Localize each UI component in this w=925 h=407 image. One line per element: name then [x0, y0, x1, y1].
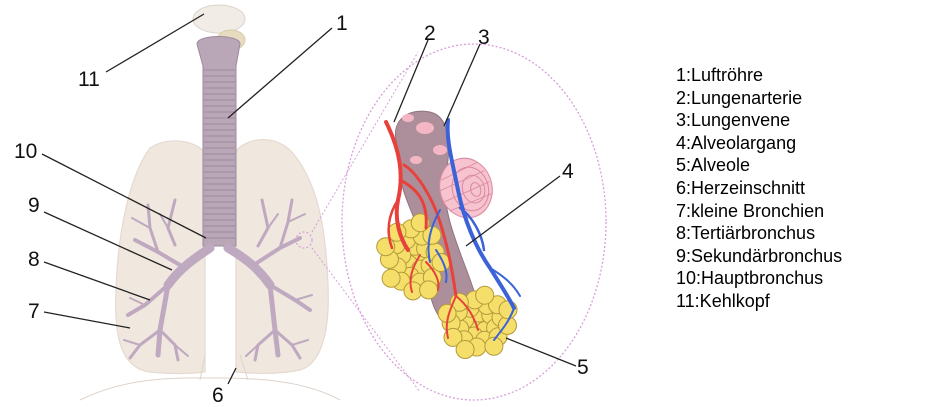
label-5: 5 [577, 356, 589, 379]
legend-item: 5:Alveole [676, 154, 842, 177]
legend-item: 1:Luftröhre [676, 64, 842, 87]
legend-item: 7:kleine Bronchien [676, 200, 842, 223]
legend-item: 10:Hauptbronchus [676, 267, 842, 290]
legend: 1:Luftröhre 2:Lungenarterie 3:Lungenvene… [676, 64, 842, 313]
label-10: 10 [14, 140, 37, 163]
label-1: 1 [336, 12, 348, 35]
legend-item: 8:Tertiärbronchus [676, 222, 842, 245]
label-9: 9 [28, 194, 40, 217]
alveolar-detail [377, 111, 520, 358]
legend-item: 11:Kehlkopf [676, 290, 842, 313]
legend-item: 4:Alveolargang [676, 132, 842, 155]
legend-item: 6:Herzeinschnitt [676, 177, 842, 200]
legend-item: 2:Lungenarterie [676, 87, 842, 110]
trachea [197, 37, 240, 247]
label-7: 7 [28, 300, 40, 323]
label-2: 2 [424, 22, 436, 45]
legend-item: 3:Lungenvene [676, 109, 842, 132]
label-4: 4 [562, 160, 574, 183]
legend-item: 9:Sekundärbronchus [676, 245, 842, 268]
label-3: 3 [478, 26, 490, 49]
label-6: 6 [212, 384, 224, 407]
label-8: 8 [28, 248, 40, 271]
label-11: 11 [78, 68, 100, 91]
